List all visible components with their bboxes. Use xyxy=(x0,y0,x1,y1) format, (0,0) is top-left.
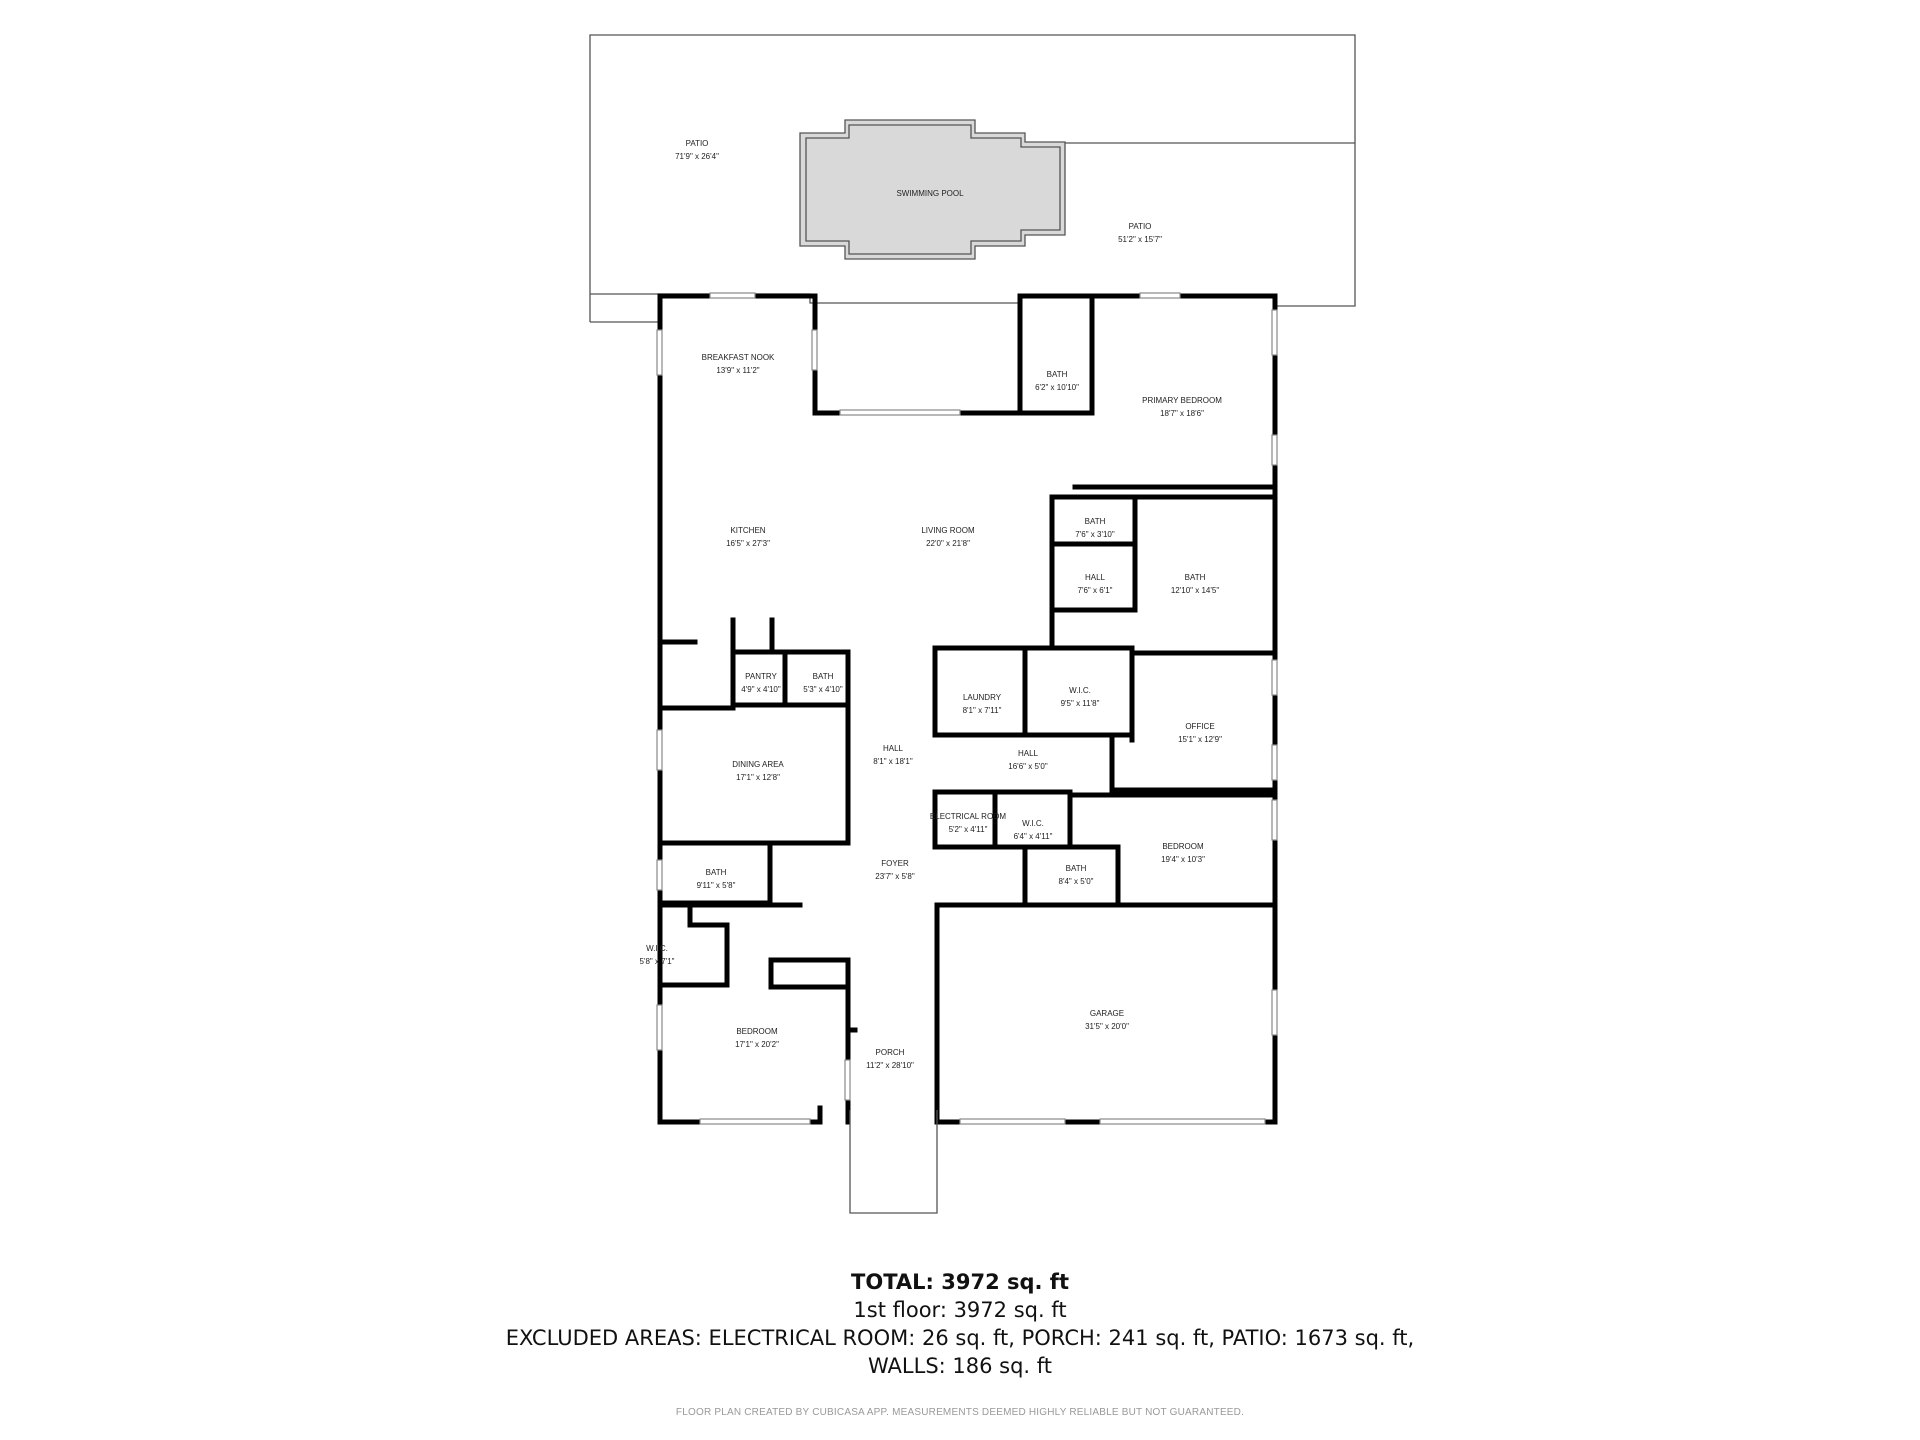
room-dims-bath-4: 5'3" x 4'10" xyxy=(803,685,843,694)
room-name-pantry: PANTRY xyxy=(745,672,777,681)
room-name-bedroom-1: BEDROOM xyxy=(1162,842,1204,851)
room-dims-bath-3: 12'10" x 14'5" xyxy=(1171,586,1219,595)
room-dims-wic-3: 5'8" x 7'1" xyxy=(640,957,675,966)
wall-exterior-2 xyxy=(812,293,1278,1125)
room-name-patio-2: PATIO xyxy=(1129,222,1152,231)
wall-bath2 xyxy=(1049,494,1138,648)
area-summary: TOTAL: 3972 sq. ft 1st floor: 3972 sq. f… xyxy=(0,1268,1920,1380)
room-name-bath-3: BATH xyxy=(1185,573,1206,582)
room-dims-wic-1: 9'5" x 11'8" xyxy=(1061,699,1100,708)
window xyxy=(844,1059,851,1101)
wall-bath4 xyxy=(782,649,851,708)
wall-bedroom2 xyxy=(768,957,851,990)
room-dims-bath-5: 9'11" x 5'8" xyxy=(697,881,736,890)
room-name-hall-3: HALL xyxy=(1018,749,1039,758)
window xyxy=(1271,659,1278,696)
swimming-pool-shape xyxy=(799,119,1066,260)
walls-area: WALLS: 186 sq. ft xyxy=(867,1354,1053,1378)
room-dims-primary-bedroom: 18'7" x 18'6" xyxy=(1160,409,1204,418)
window xyxy=(1271,434,1278,466)
room-dims-foyer: 23'7" x 5'8" xyxy=(875,872,915,881)
window xyxy=(1271,799,1278,841)
window xyxy=(1139,292,1181,299)
room-dims-porch: 11'2" x 28'10" xyxy=(866,1061,914,1070)
window xyxy=(699,1118,811,1125)
room-name-bedroom-2: BEDROOM xyxy=(736,1027,778,1036)
room-dims-laundry: 8'1" x 7'11" xyxy=(963,706,1002,715)
room-name-primary-bedroom: PRIMARY BEDROOM xyxy=(1142,396,1222,405)
room-name-bath-2: BATH xyxy=(1085,517,1106,526)
room-dims-patio-2: 51'2" x 15'7" xyxy=(1118,235,1162,244)
total-area: TOTAL: 3972 sq. ft xyxy=(851,1270,1069,1294)
room-name-wic-3: W.I.C. xyxy=(646,944,668,953)
room-dims-hall-1: 7'6" x 6'1" xyxy=(1078,586,1113,595)
room-name-wic-1: W.I.C. xyxy=(1069,686,1091,695)
room-dims-bath-1: 6'2" x 10'10" xyxy=(1035,383,1079,392)
porch-outline xyxy=(849,1110,938,1214)
room-name-laundry: LAUNDRY xyxy=(963,693,1002,702)
room-name-hall-2: HALL xyxy=(883,744,904,753)
floor-area: 1st floor: 3972 sq. ft xyxy=(853,1298,1067,1322)
room-name-porch: PORCH xyxy=(876,1048,905,1057)
room-name-dining-area: DINING AREA xyxy=(732,760,784,769)
room-name-kitchen: KITCHEN xyxy=(730,526,765,535)
wall-bath6 xyxy=(1022,844,1121,908)
room-dims-bedroom-2: 17'1" x 20'2" xyxy=(735,1040,779,1049)
window xyxy=(811,329,818,371)
wall-dining xyxy=(657,702,851,846)
excluded-areas: EXCLUDED AREAS: ELECTRICAL ROOM: 26 sq. … xyxy=(505,1326,1415,1350)
room-dims-hall-3: 16'6" x 5'0" xyxy=(1008,762,1048,771)
room-dims-bath-2: 7'6" x 3'10" xyxy=(1075,530,1115,539)
window xyxy=(959,1118,1066,1125)
room-name-living-room: LIVING ROOM xyxy=(921,526,975,535)
window xyxy=(656,859,663,891)
room-name-bath-1: BATH xyxy=(1047,370,1068,379)
room-dims-pantry: 4'9" x 4'10" xyxy=(741,685,781,694)
window xyxy=(839,409,961,416)
room-name-bath-5: BATH xyxy=(706,868,727,877)
room-name-office: OFFICE xyxy=(1185,722,1214,731)
wall-bath1 xyxy=(1017,293,1095,416)
window xyxy=(656,1004,663,1051)
wall-wic3-closet xyxy=(687,902,730,928)
wall-wic3 xyxy=(657,922,730,988)
room-name-swimming-pool: SWIMMING POOL xyxy=(896,189,964,198)
window xyxy=(656,729,663,771)
wall-laundry xyxy=(932,645,1028,738)
room-name-electrical-room: ELECTRICAL ROOM xyxy=(930,812,1006,821)
room-dims-living-room: 22'0" x 21'8" xyxy=(926,539,970,548)
room-name-hall-1: HALL xyxy=(1085,573,1106,582)
window xyxy=(656,329,663,376)
window xyxy=(1271,744,1278,781)
window xyxy=(1271,989,1278,1036)
room-dims-patio-1: 71'9" x 26'4" xyxy=(675,152,719,161)
room-dims-bedroom-1: 19'4" x 10'3" xyxy=(1161,855,1205,864)
room-dims-kitchen: 16'5" x 27'3" xyxy=(726,539,770,548)
room-name-patio-1: PATIO xyxy=(686,139,709,148)
footer-disclaimer: FLOOR PLAN CREATED BY CUBICASA APP. MEAS… xyxy=(675,1407,1245,1418)
patio-outline-inner xyxy=(590,294,661,323)
window xyxy=(1271,309,1278,356)
room-dims-dining-area: 17'1" x 12'8" xyxy=(736,773,780,782)
window xyxy=(709,292,756,299)
window xyxy=(1099,1118,1266,1125)
room-dims-garage: 31'5" x 20'0" xyxy=(1085,1022,1129,1031)
room-labels: PATIO 71'9" x 26'4" SWIMMING POOL PATIO 51'2… xyxy=(640,139,1223,1070)
room-dims-bath-6: 8'4" x 5'0" xyxy=(1059,877,1094,886)
swimming-pool-inner xyxy=(805,124,1061,255)
room-dims-wic-2: 6'4" x 4'11" xyxy=(1014,832,1053,841)
room-name-bath-4: BATH xyxy=(813,672,834,681)
room-dims-electrical-room: 5'2" x 4'11" xyxy=(949,825,988,834)
room-dims-office: 15'1" x 12'9" xyxy=(1178,735,1222,744)
room-name-foyer: FOYER xyxy=(881,859,909,868)
room-name-wic-2: W.I.C. xyxy=(1022,819,1044,828)
room-name-garage: GARAGE xyxy=(1090,1009,1124,1018)
room-dims-hall-2: 8'1" x 18'1" xyxy=(873,757,913,766)
room-dims-breakfast-nook: 13'9" x 11'2" xyxy=(716,366,759,375)
room-name-breakfast-nook: BREAKFAST NOOK xyxy=(702,353,775,362)
room-name-bath-6: BATH xyxy=(1066,864,1087,873)
